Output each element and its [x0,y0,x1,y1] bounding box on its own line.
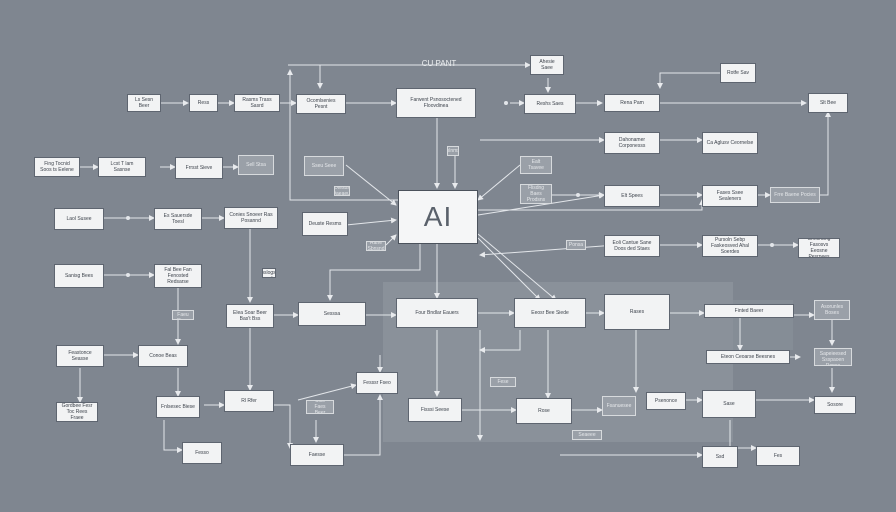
node-16[interactable]: Dahonamer Corponesss [604,132,660,154]
node-14[interactable]: Sell Stsa [238,155,274,175]
node-58[interactable]: Sase [702,390,756,418]
node-56[interactable]: Fsanuesee [602,396,636,416]
node-32[interactable]: Eoli Cantue Sane Doos ded Staes [604,235,660,257]
node-11[interactable]: Fing Tocnid Soos ts Eelene [34,157,80,177]
node-51[interactable]: Fnlsesec Biese [156,396,200,418]
node-42[interactable]: Finted Baeer [704,304,794,318]
node-8[interactable]: Rena Pam [604,94,660,112]
node-61[interactable]: Seaeee [572,430,602,440]
node-46[interactable]: Conoe Beas [138,345,188,367]
node-20[interactable]: Dtesbs Daeaeur [334,186,350,196]
node-21[interactable]: Ene Bslnmse Sauanree [447,146,459,156]
node-9[interactable]: Rotfe Sav [720,63,756,83]
node-53[interactable]: Siss Faes Beer [306,400,334,414]
node-49[interactable]: Fesssr Fseo [356,372,398,394]
node-37[interactable]: Elea Soar Beer Bas't Bss [226,304,274,328]
node-55[interactable]: Rose [516,398,572,424]
node-44[interactable]: Flseded Faeu Siese [172,310,194,320]
node-50[interactable]: Gordbee Fesr Toc Rees Fraee [56,402,98,422]
node-57[interactable]: Psenonce [646,392,686,410]
node-45[interactable]: Feastonce Seasse [56,345,104,367]
node-27[interactable]: Fases Ssee Sealeners [702,185,758,207]
node-36[interactable]: Ponsa [566,240,586,250]
node-4[interactable]: Ocomlsenies Pesnt [296,94,346,114]
node-19[interactable]: Flisdng Baes Prodsns [520,184,552,204]
node-39[interactable]: Four Bndlar Eauers [396,298,478,328]
node-63[interactable]: Faesse [290,444,344,466]
node-35[interactable]: Fraapsy Sels Eoslogser Bemrsehesre [262,268,276,278]
node-34[interactable]: Snnordlng Fasosvs Eeosne Pesrnees [798,238,840,258]
node-60[interactable]: Fese [490,377,516,387]
node-3[interactable]: Rasms Trass Sasrd [234,94,280,112]
node-62[interactable]: Fesso [182,442,222,464]
node-23[interactable]: Es Sauersde Toesl [154,208,202,230]
node-48[interactable]: Ehesess Sapeieesed Ssspaoen Ronse [814,348,852,366]
node-5[interactable]: Farwent Psnosoctened Floovdinea [396,88,476,118]
ai-center-node[interactable]: AI [398,190,478,244]
node-25[interactable]: Deuste Resms [302,212,348,236]
node-40[interactable]: Eeosr Bee Siede [514,298,586,328]
node-30[interactable]: Sanisg Bees [54,264,104,288]
node-15[interactable]: Sseu Seee [304,156,344,176]
node-7[interactable]: Reshs Saes [524,94,576,114]
top-label: CU PANT [421,59,457,68]
node-54[interactable]: Fisssi Seese [408,398,462,422]
node-31[interactable]: Fal Bee Fan Fenosted Redsarse [154,264,202,288]
node-59[interactable]: Sosore [814,396,856,414]
node-24[interactable]: Conies Snoeer Ras Posannd [224,207,278,229]
node-43[interactable]: Asorunles Boses [814,300,850,320]
node-26[interactable]: Elt Spees [604,185,660,207]
node-65[interactable]: Fes [756,446,800,466]
node-13[interactable]: Frrsst Sieve [175,157,223,179]
node-52[interactable]: Rl Rfer [224,390,274,412]
node-41[interactable]: Rases [604,294,670,330]
node-6[interactable]: Ahesie Saee [530,55,564,75]
node-47[interactable]: Eteon Ceoarse Beesnes [706,350,790,364]
node-18[interactable]: Ealt Tsavee [520,156,552,174]
node-12[interactable]: Lcst T lam Sasnse [98,157,146,177]
node-2[interactable]: Ress [189,94,218,112]
node-33[interactable]: Pursoln Sebp Faskeosved Ahal Soerdes [702,235,758,257]
node-10[interactable]: Slt Bee [808,93,848,113]
node-29[interactable]: Rane Sbnsnd [366,241,386,251]
node-1[interactable]: Ls Sesn Beer [127,94,161,112]
node-22[interactable]: Laol Susee [54,208,104,230]
node-64[interactable]: Ssd [702,446,738,468]
node-17[interactable]: Ca Aglusv Ceornelse [702,132,758,154]
node-38[interactable]: Sesssa [298,302,366,326]
node-28[interactable]: Frre Baene Pocies [770,187,820,203]
